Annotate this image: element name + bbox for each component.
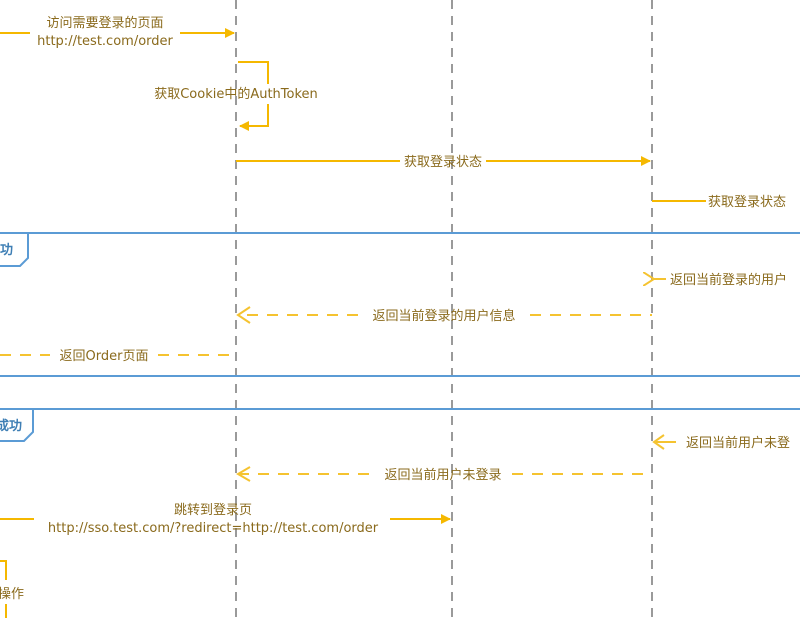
msg-status2-label: 获取登录状态 — [708, 195, 786, 210]
ret-user-info-arrowhead — [236, 306, 251, 324]
self-msg-top — [238, 61, 269, 84]
ret-user-label: 返回当前登录的用户 — [670, 272, 787, 288]
msg-visit-label-1: 访问需要登录的页面 — [46, 15, 163, 31]
msg-status-label: 获取登录状态 — [404, 155, 482, 170]
fragment-label-fail: 成功 — [0, 418, 22, 434]
fragment-tag-success — [0, 232, 29, 267]
fragment-label-success: 功 — [0, 243, 13, 258]
ret-notlogged2-label: 返回当前用户未登录 — [384, 467, 501, 483]
ret-user-info-label: 返回当前登录的用户信息 — [372, 308, 515, 324]
msg-operation-label: 操作 — [0, 586, 24, 602]
fragment-tag-fail — [0, 408, 34, 442]
msg-get-cookie-label: 获取Cookie中的AuthToken — [154, 86, 318, 102]
ret-order-label: 返回Order页面 — [60, 349, 149, 364]
ret-notlogged-label: 返回当前用户未登 — [686, 435, 790, 451]
ret-notlogged-arrowhead — [652, 434, 665, 450]
msg-redirect-label-1: 跳转到登录页 — [174, 503, 252, 518]
self-msg-op-top — [0, 560, 7, 580]
self-msg-bottom — [239, 104, 269, 131]
msg-visit-label-2: http://test.com/order — [37, 34, 173, 49]
msg-redirect-label-2: http://sso.test.com/?redirect=http://tes… — [48, 521, 379, 536]
